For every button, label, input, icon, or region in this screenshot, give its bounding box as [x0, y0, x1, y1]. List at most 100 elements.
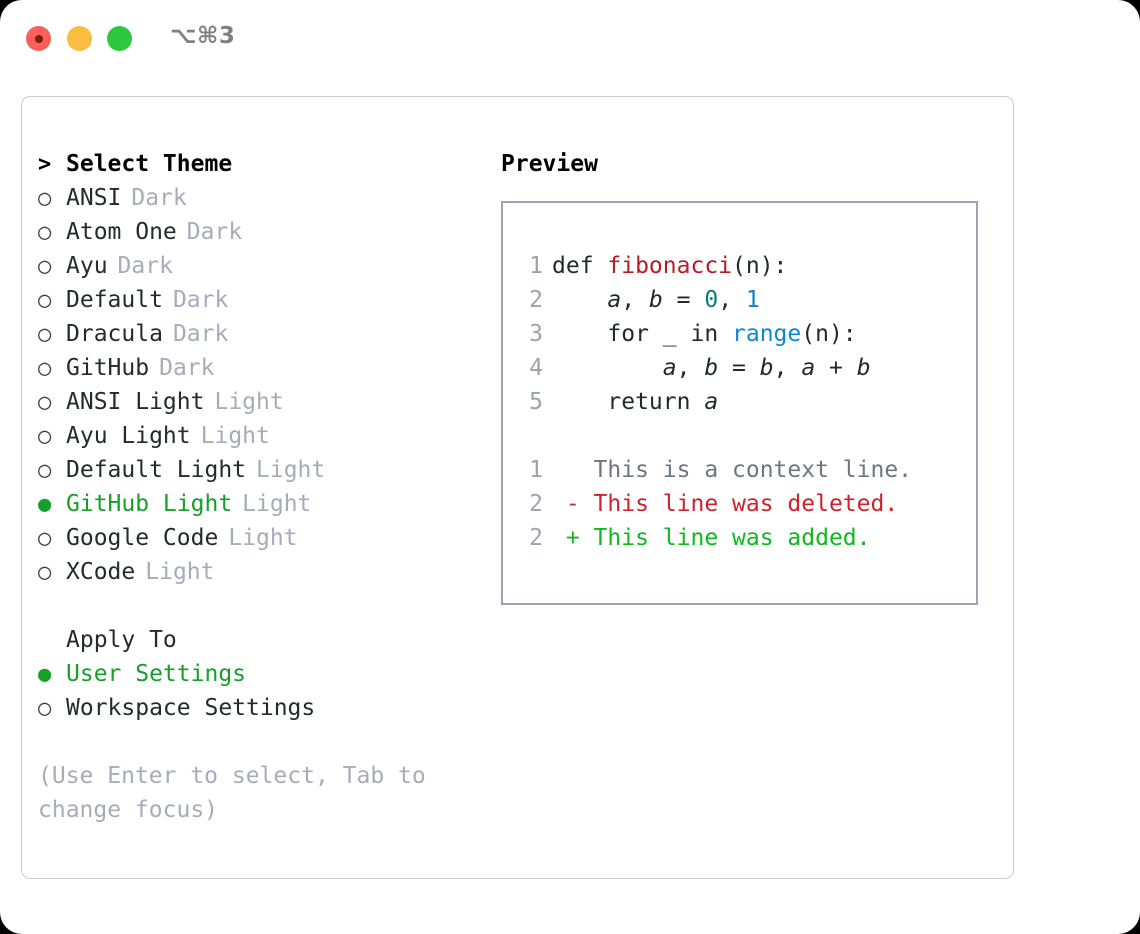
- close-icon: [34, 34, 43, 43]
- spacer-icon: ○: [38, 624, 66, 658]
- code-token: (n):: [801, 321, 857, 347]
- theme-name: XCode: [66, 559, 136, 585]
- theme-variant-badge: Light: [242, 491, 312, 517]
- theme-name: ANSI Light: [66, 389, 205, 415]
- apply-to-heading: ○Apply To: [38, 623, 488, 657]
- line-number: 1: [529, 253, 543, 279]
- theme-variant-badge: Light: [145, 559, 215, 585]
- theme-variant-badge: Dark: [131, 185, 187, 211]
- zoom-window-button[interactable]: [107, 26, 132, 51]
- page-title: Select Theme: [66, 151, 233, 177]
- apply-to-option[interactable]: ●User Settings: [38, 657, 488, 691]
- code-token: ,: [773, 355, 802, 381]
- diff-marker: [552, 457, 594, 483]
- apply-to-option[interactable]: ○Workspace Settings: [38, 691, 488, 725]
- theme-name: Default Light: [66, 457, 247, 483]
- theme-list-item[interactable]: ○ Ayu Light Light: [38, 419, 488, 453]
- code-line: 3 for _ in range(n):: [503, 317, 976, 351]
- theme-variant-badge: Dark: [186, 219, 243, 245]
- radio-unselected-icon: ○: [38, 288, 52, 313]
- theme-list-item[interactable]: ○ Ayu Dark: [38, 249, 488, 283]
- code-token: def: [552, 253, 608, 279]
- apply-to-option-label: User Settings: [66, 661, 247, 687]
- theme-list-item[interactable]: ○ Atom One Dark: [38, 215, 488, 249]
- preview-title: Preview: [501, 151, 598, 177]
- code-token: [552, 287, 607, 313]
- diff-text: This line was added.: [593, 525, 871, 551]
- radio-unselected-icon: ○: [38, 390, 52, 415]
- theme-name: ANSI: [66, 185, 122, 211]
- radio-selected-icon: ●: [38, 492, 52, 517]
- theme-variant-badge: Dark: [172, 287, 229, 313]
- theme-name: Ayu Light: [66, 423, 191, 449]
- code-line: 4 a, b = b, a + b: [503, 351, 976, 385]
- title-bar: ⌥⌘3: [0, 0, 1140, 76]
- radio-unselected-icon: ○: [38, 254, 52, 279]
- radio-unselected-icon: ○: [38, 220, 52, 245]
- code-token: a: [704, 389, 719, 415]
- radio-unselected-icon: ○: [38, 526, 52, 551]
- apply-to-label: Apply To: [66, 627, 177, 653]
- code-token: 1: [745, 287, 760, 313]
- line-number: 2: [529, 491, 543, 517]
- code-token: ,: [621, 287, 649, 313]
- code-token: ,: [676, 355, 705, 381]
- line-number: 3: [529, 321, 543, 347]
- diff-marker: +: [552, 525, 594, 551]
- radio-unselected-icon: ○: [38, 186, 52, 211]
- code-token: range: [732, 321, 802, 347]
- theme-list-item[interactable]: ○ ANSI Dark: [38, 181, 488, 215]
- theme-name: GitHub Light: [66, 491, 233, 517]
- code-token: a: [662, 355, 677, 381]
- code-token: fibonacci: [607, 253, 733, 279]
- code-token: (n):: [732, 253, 788, 279]
- radio-unselected-icon: ○: [38, 696, 52, 721]
- code-token: 0: [704, 287, 719, 313]
- code-token: =: [662, 287, 705, 313]
- theme-name: Atom One: [66, 219, 177, 245]
- diff-text: This is a context line.: [593, 457, 913, 483]
- minimize-window-button[interactable]: [67, 26, 92, 51]
- theme-variant-badge: Light: [200, 423, 270, 449]
- theme-picker-heading: >Select Theme: [38, 147, 488, 181]
- radio-unselected-icon: ○: [38, 424, 52, 449]
- code-token: b: [856, 355, 871, 381]
- keyboard-hint: (Use Enter to select, Tab to change focu…: [38, 763, 426, 823]
- code-token: +: [815, 355, 857, 381]
- theme-variant-badge: Light: [256, 457, 326, 483]
- code-token: b: [648, 287, 663, 313]
- code-diff-separator: [503, 419, 976, 453]
- theme-variant-badge: Dark: [172, 321, 229, 347]
- theme-list-item[interactable]: ● GitHub Light Light: [38, 487, 488, 521]
- code-token: b: [704, 355, 719, 381]
- close-window-button[interactable]: [26, 26, 51, 51]
- diff-block: 1 This is a context line.2 - This line w…: [503, 453, 976, 555]
- theme-variant-badge: Light: [214, 389, 284, 415]
- line-number: 1: [529, 457, 543, 483]
- line-number: 5: [529, 389, 543, 415]
- theme-variant-badge: Dark: [117, 253, 173, 279]
- theme-name: Ayu: [66, 253, 108, 279]
- theme-list-item[interactable]: ○ ANSI Light Light: [38, 385, 488, 419]
- theme-name: GitHub: [66, 355, 150, 381]
- radio-unselected-icon: ○: [38, 356, 52, 381]
- keyboard-shortcut-label: ⌥⌘3: [170, 23, 236, 49]
- diff-line: 2 + This line was added.: [503, 521, 976, 555]
- apply-to-options: ●User Settings○Workspace Settings: [38, 657, 488, 725]
- code-token: for _ in: [552, 321, 733, 347]
- code-line: 1 def fibonacci(n):: [503, 249, 976, 283]
- line-number: 2: [529, 287, 543, 313]
- code-line: 5 return a: [503, 385, 976, 419]
